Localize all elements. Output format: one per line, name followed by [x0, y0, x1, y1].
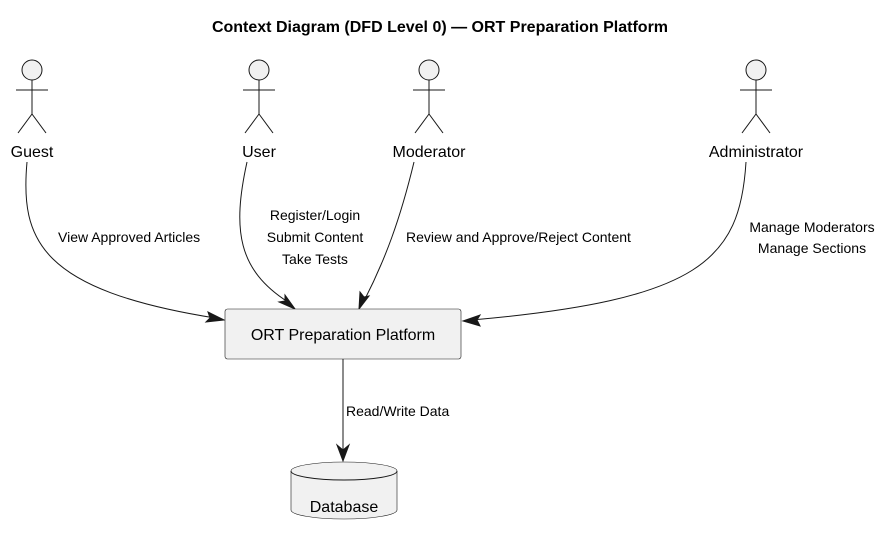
actor-user: User — [242, 59, 277, 161]
diagram-title: Context Diagram (DFD Level 0) — ORT Prep… — [212, 19, 668, 36]
flow-label: Register/Login — [270, 207, 360, 223]
flow-edge — [25, 161, 216, 319]
flow-label: View Approved Articles — [58, 229, 200, 245]
actor-administrator: Administrator — [709, 59, 804, 161]
process-label: ORT Preparation Platform — [251, 327, 435, 344]
flow-guest-to-platform: View Approved Articles — [25, 161, 226, 323]
database-label: Database — [310, 499, 379, 516]
database-cylinder-rim — [290, 470, 398, 481]
arrowhead-icon — [277, 293, 297, 311]
arrowhead-icon — [358, 290, 371, 311]
flow-platform-to-database: Read/Write Data — [335, 359, 449, 463]
arrowhead-icon — [335, 443, 351, 463]
database-cylinder-icon — [290, 461, 398, 520]
flow-administrator-to-platform: Manage Moderators Manage Sections — [461, 161, 875, 327]
flow-label: Submit Content — [267, 229, 364, 245]
actor-label-guest: Guest — [11, 144, 54, 161]
flow-edge — [239, 161, 289, 303]
flow-label: Review and Approve/Reject Content — [406, 229, 631, 245]
database-datastore: Database — [290, 461, 398, 520]
stick-figure-icon — [413, 59, 445, 134]
stick-figure-icon — [740, 59, 772, 134]
actor-label-moderator: Moderator — [393, 144, 467, 161]
flow-moderator-to-platform: Review and Approve/Reject Content — [358, 161, 631, 311]
flow-user-to-platform: Register/Login Submit Content Take Tests — [239, 161, 364, 311]
actor-guest: Guest — [11, 59, 54, 161]
flow-edge — [471, 161, 747, 321]
flow-edge — [363, 161, 415, 302]
arrowhead-icon — [461, 314, 482, 327]
flow-label: Take Tests — [282, 251, 348, 267]
stick-figure-icon — [243, 59, 275, 134]
flow-label: Manage Moderators — [749, 219, 874, 235]
actor-moderator: Moderator — [393, 59, 467, 161]
actor-label-administrator: Administrator — [709, 144, 804, 161]
actor-label-user: User — [242, 144, 276, 161]
flow-label: Read/Write Data — [346, 403, 449, 419]
arrowhead-icon — [204, 311, 226, 323]
flow-label: Manage Sections — [758, 240, 866, 256]
stick-figure-icon — [16, 59, 48, 134]
system-process: ORT Preparation Platform — [224, 308, 462, 360]
